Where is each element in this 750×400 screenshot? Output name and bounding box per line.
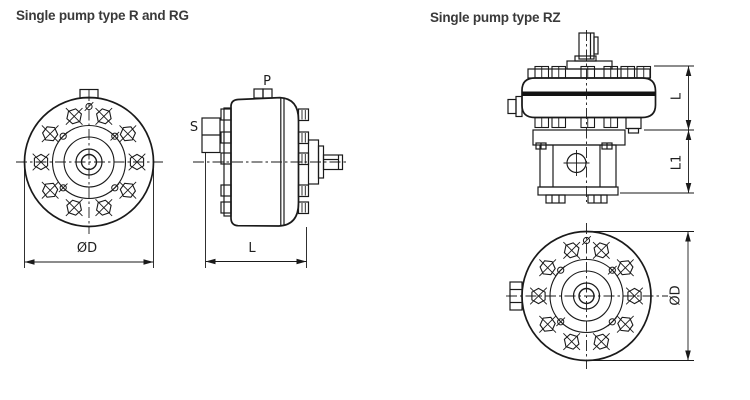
centerlines (506, 223, 668, 369)
pump-r-front-view-drawing (16, 88, 163, 268)
length1-label-rz: L1 (669, 154, 685, 171)
pump-dome-body (521, 77, 657, 119)
pressure-port (253, 88, 273, 99)
mounting-feet-bolts (545, 194, 608, 204)
gear-pump-unit (535, 142, 619, 196)
cover-nuts (297, 108, 310, 215)
pressure-port-label: P (263, 74, 271, 89)
pump-rz-side-view-drawing (507, 30, 694, 204)
diameter-dimension (24, 166, 154, 268)
length-dimension (205, 153, 307, 268)
diameter-label-r: ØD (76, 241, 98, 256)
diameter-dimension (586, 231, 694, 361)
right-section-title: Single pump type RZ (430, 10, 561, 25)
bolt-circle-pattern (23, 96, 155, 228)
pump-rz-front-view-drawing (506, 223, 694, 369)
pump-r-side-view-drawing (193, 88, 348, 268)
side-port (507, 95, 523, 118)
top-flange (527, 65, 652, 79)
centerlines (16, 90, 163, 234)
bottom-bolts (534, 116, 619, 129)
bottom-right-nut (625, 116, 642, 134)
length-label-rz: L (669, 92, 685, 101)
length-dimensions (620, 65, 694, 194)
diameter-label-rz: ØD (668, 285, 684, 306)
left-section-title: Single pump type R and RG (16, 8, 189, 23)
suction-port (201, 117, 221, 154)
length-label-r: L (248, 241, 256, 256)
drive-shaft (566, 32, 613, 70)
suction-port-label: S (189, 120, 199, 135)
mounting-flange (220, 107, 232, 217)
